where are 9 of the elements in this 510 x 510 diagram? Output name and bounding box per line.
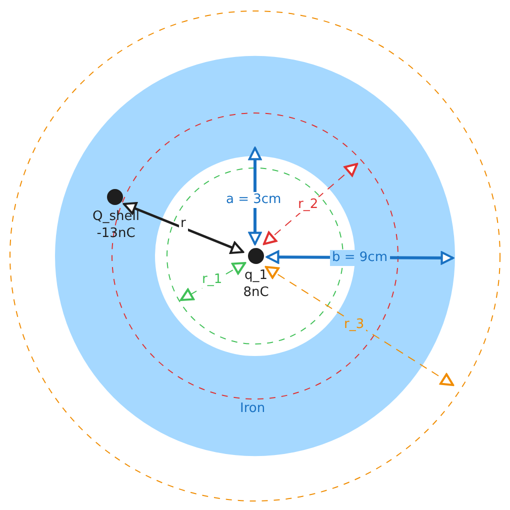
- radius-label: r_3: [342, 317, 366, 333]
- dimension-label: b = 9cm: [330, 250, 390, 266]
- charge-label: Q_shell: [92, 209, 140, 225]
- charge-label: q_1: [243, 268, 269, 284]
- radius-label: r_2: [296, 197, 320, 213]
- arrow: [122, 202, 244, 254]
- charge-label: 8nC: [242, 285, 270, 301]
- dimension-label: a = 3cm: [224, 192, 284, 208]
- charge-label: -13nC: [96, 226, 136, 242]
